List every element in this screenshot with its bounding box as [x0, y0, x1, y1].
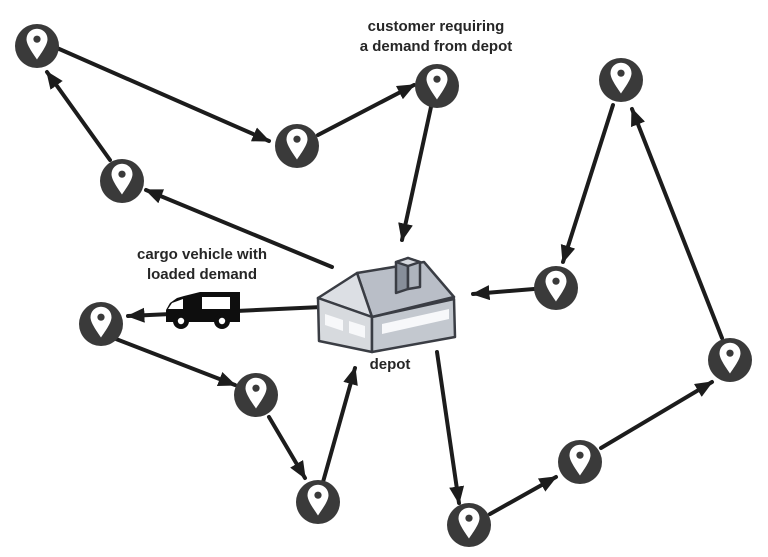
route-arrow-c1-to-c3 [55, 46, 271, 143]
route-arrow-depot-to-c9 [435, 350, 465, 505]
route-arrow-c5-to-c6 [560, 103, 615, 264]
depot-label: depot [369, 356, 411, 373]
route-arrow-c11-to-c10 [267, 415, 307, 480]
depot-window-left-2 [349, 321, 365, 338]
cargo-truck-icon [166, 292, 240, 329]
customer-annotation-line2: a demand from depot [359, 38, 513, 55]
customer-pin-8 [558, 440, 602, 484]
truck-windshield [168, 299, 183, 309]
customer-annotation: customer requiring a demand from depot [360, 17, 513, 57]
customer-pin-1 [15, 24, 59, 68]
cargo-annotation-line2: loaded demand [146, 266, 258, 283]
customer-pin-10 [296, 480, 340, 524]
truck-cargo-window [202, 297, 230, 309]
customer-pin-11 [234, 373, 278, 417]
customer-pin-5 [599, 58, 643, 102]
route-arrow-c4-to-depot [398, 105, 433, 242]
route-arrow-depot-to-c2 [144, 188, 334, 269]
cargo-annotation-line1: cargo vehicle with [136, 246, 268, 263]
customer-annotation-line1: customer requiring [367, 18, 505, 35]
customer-pin-9 [447, 503, 491, 547]
route-arrow-c7-to-c5 [630, 107, 724, 340]
customer-pin-12 [79, 302, 123, 346]
route-arrow-c6-to-depot [471, 285, 536, 301]
customer-pin-3 [275, 124, 319, 168]
customer-pin-2 [100, 159, 144, 203]
route-arrow-c10-to-depot [321, 366, 358, 484]
route-arrow-c12-to-c11 [114, 337, 237, 387]
customer-pin-7 [708, 338, 752, 382]
customer-pin-4 [415, 64, 459, 108]
route-arrow-c3-to-c4 [316, 83, 416, 137]
route-arrow-c2-to-c1 [45, 70, 112, 162]
route-arrow-c9-to-c8 [488, 475, 558, 516]
depot-window-left-1 [325, 314, 343, 331]
route-arrow-c8-to-c7 [599, 380, 714, 450]
depot-window-stripe [382, 309, 449, 334]
depot-warehouse-icon [316, 256, 457, 354]
cargo-vehicle-annotation: cargo vehicle with loaded demand [137, 245, 267, 285]
customer-pin-6 [534, 266, 578, 310]
